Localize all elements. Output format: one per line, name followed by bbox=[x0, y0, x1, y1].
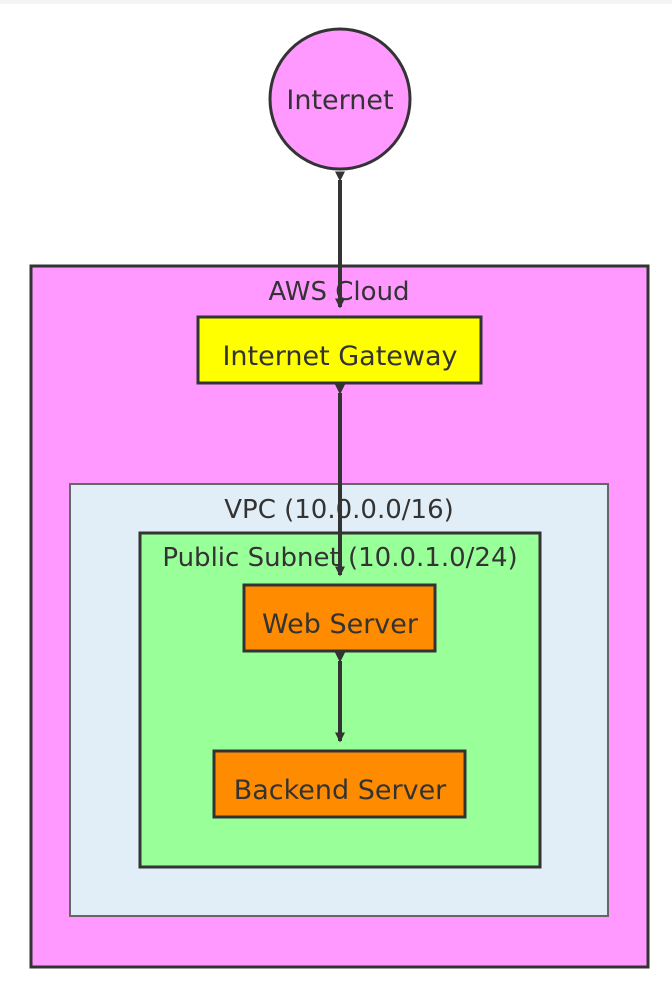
top-strip bbox=[0, 0, 672, 4]
web-server-node bbox=[242, 583, 437, 653]
internet-node bbox=[268, 27, 412, 171]
aws-cloud-label: AWS Cloud bbox=[268, 277, 409, 307]
internet-gateway-label: Internet Gateway bbox=[222, 341, 457, 372]
internet-gateway-node bbox=[196, 315, 483, 385]
public-subnet-label: Public Subnet (10.0.1.0/24) bbox=[162, 543, 517, 573]
vpc-label: VPC (10.0.0.0/16) bbox=[224, 495, 454, 525]
backend-server-node bbox=[212, 749, 467, 819]
web-server-label: Web Server bbox=[262, 609, 419, 640]
internet-label: Internet bbox=[286, 85, 393, 116]
backend-server-label: Backend Server bbox=[234, 775, 447, 806]
